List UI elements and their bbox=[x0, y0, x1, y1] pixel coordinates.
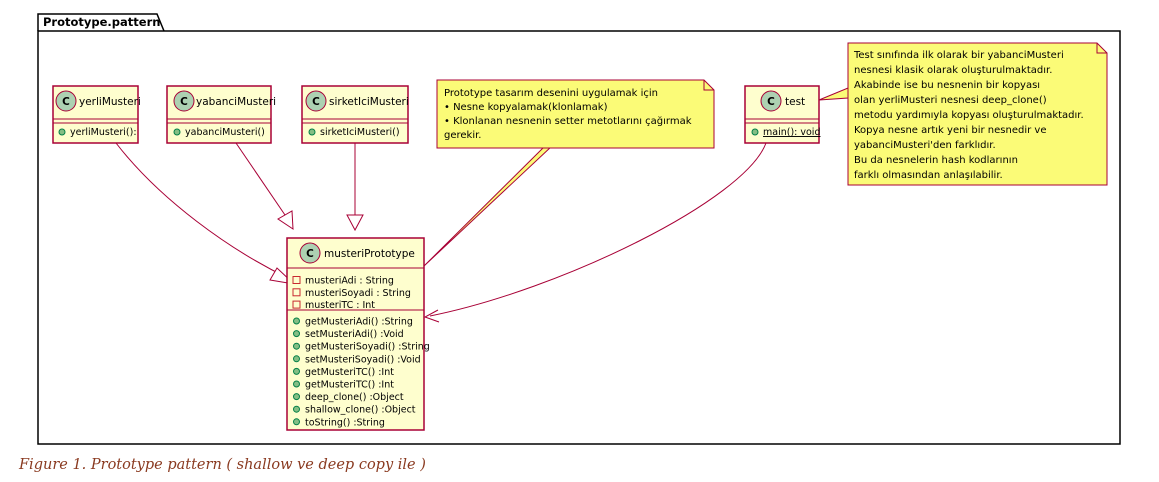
class-name: test bbox=[785, 96, 805, 108]
public-method-icon bbox=[293, 317, 300, 325]
note-line: • Nesne kopyalamak(klonlamak) bbox=[444, 102, 608, 113]
note-line: gerekir. bbox=[444, 130, 482, 141]
class-name: yerliMusteri bbox=[79, 96, 141, 108]
inheritance-arrowhead-yabanciMusteri bbox=[277, 210, 294, 230]
class-icon-letter: C bbox=[767, 96, 775, 108]
note-line: farklı olmasından anlaşılabilir. bbox=[854, 170, 1003, 181]
class-icon bbox=[299, 242, 321, 264]
class-yabanciMusteri[interactable]: C yabanciMusteri yabanciMusteri() bbox=[166, 85, 276, 144]
relations bbox=[115, 142, 767, 323]
figure-caption: Figure 1. Prototype pattern ( shallow ve… bbox=[19, 457, 426, 473]
public-method-icon bbox=[751, 128, 759, 136]
class-icon bbox=[55, 90, 77, 112]
inheritance-line-yerliMusteri bbox=[115, 142, 289, 279]
note-line: Test sınıfında ilk olarak bir yabanciMus… bbox=[853, 50, 1064, 61]
package-name: Prototype.pattern bbox=[43, 15, 160, 29]
public-method-icon bbox=[293, 355, 300, 363]
class-icon bbox=[173, 90, 195, 112]
class-musteriPrototype[interactable]: C musteriPrototype musteriAdi : Stringmu… bbox=[286, 237, 430, 431]
field-label: musteriSoyadi : String bbox=[305, 288, 411, 299]
method-label: setMusteriSoyadi() :Void bbox=[305, 354, 421, 365]
dependency-arrowhead-test bbox=[423, 309, 440, 323]
static-method-label: main(): void bbox=[763, 127, 820, 138]
class-yerliMusteri[interactable]: C yerliMusteri yerliMusteri(): bbox=[52, 85, 141, 144]
dependency-line-test bbox=[429, 142, 767, 317]
note-line: Akabinde ise bu nesnenin bir kopyası bbox=[854, 80, 1040, 91]
class-icon-letter: C bbox=[312, 96, 320, 108]
inheritance-line-yabanciMusteri bbox=[235, 142, 286, 216]
method-label: yabanciMusteri() bbox=[185, 127, 265, 138]
private-field-icon bbox=[292, 300, 301, 309]
method-label: shallow_clone() :Object bbox=[305, 405, 416, 416]
field-label: musteriTC : Int bbox=[305, 300, 375, 311]
uml-class-diagram: Prototype.pattern C yerliMusteri yerliMu… bbox=[37, 13, 1121, 445]
note-line: yabanciMusteri'den farklıdır. bbox=[854, 140, 996, 151]
note-line: Bu da nesnelerin hash kodlarının bbox=[854, 155, 1018, 166]
public-method-icon bbox=[293, 367, 300, 375]
note-line: Prototype tasarım desenini uygulamak içi… bbox=[444, 88, 658, 99]
class-icon-letter: C bbox=[62, 96, 70, 108]
note-line: nesnesi klasik olarak oluşturulmaktadır. bbox=[854, 65, 1052, 76]
method-label: getMusteriSoyadi() :String bbox=[305, 342, 430, 353]
note-line: • Klonlanan nesnenin setter metotlarını … bbox=[444, 115, 692, 127]
method-label: setMusteriAdi() :Void bbox=[305, 329, 404, 340]
method-label: getMusteriAdi() :String bbox=[305, 317, 413, 328]
note-line: Kopya nesne artık yeni bir nesnedir ve bbox=[854, 125, 1047, 136]
public-method-icon bbox=[173, 128, 181, 136]
private-field-icon bbox=[292, 288, 301, 297]
class-icon bbox=[760, 90, 782, 112]
public-method-icon bbox=[293, 405, 300, 413]
public-method-icon bbox=[293, 380, 300, 388]
public-method-icon bbox=[293, 418, 300, 426]
class-name: musteriPrototype bbox=[324, 248, 415, 260]
public-method-icon bbox=[308, 128, 316, 136]
class-icon-letter: C bbox=[180, 96, 188, 108]
class-icon bbox=[305, 90, 327, 112]
inheritance-arrowhead-sirketIciMusteri bbox=[346, 214, 364, 232]
public-method-icon bbox=[293, 393, 300, 401]
method-label: yerliMusteri(): bbox=[70, 127, 137, 138]
class-icon-letter: C bbox=[306, 248, 314, 260]
class-name: yabanciMusteri bbox=[196, 96, 276, 108]
note-prototype: Prototype tasarım desenini uygulamak içi… bbox=[436, 79, 715, 149]
note-test: Test sınıfında ilk olarak bir yabanciMus… bbox=[847, 42, 1108, 186]
class-test[interactable]: C test main(): void bbox=[744, 85, 820, 144]
field-label: musteriAdi : String bbox=[305, 276, 394, 287]
method-label: sirketIciMusteri() bbox=[320, 127, 400, 138]
method-label: toString() :String bbox=[305, 417, 385, 428]
method-label: deep_clone() :Object bbox=[305, 392, 404, 403]
method-label: getMusteriTC() :Int bbox=[305, 367, 394, 378]
public-method-icon bbox=[293, 342, 300, 350]
public-method-icon bbox=[58, 128, 66, 136]
note-line: olan yerliMusteri nesnesi deep_clone() bbox=[854, 95, 1047, 106]
class-sirketIciMusteri[interactable]: C sirketIciMusteri sirketIciMusteri() bbox=[301, 85, 409, 144]
method-label: getMusteriTC() :Int bbox=[305, 380, 394, 391]
note-line: metodu yardımıyla kopyası oluşturulmakta… bbox=[854, 110, 1084, 121]
class-name: sirketIciMusteri bbox=[329, 96, 409, 108]
private-field-icon bbox=[292, 276, 301, 284]
public-method-icon bbox=[293, 330, 300, 338]
